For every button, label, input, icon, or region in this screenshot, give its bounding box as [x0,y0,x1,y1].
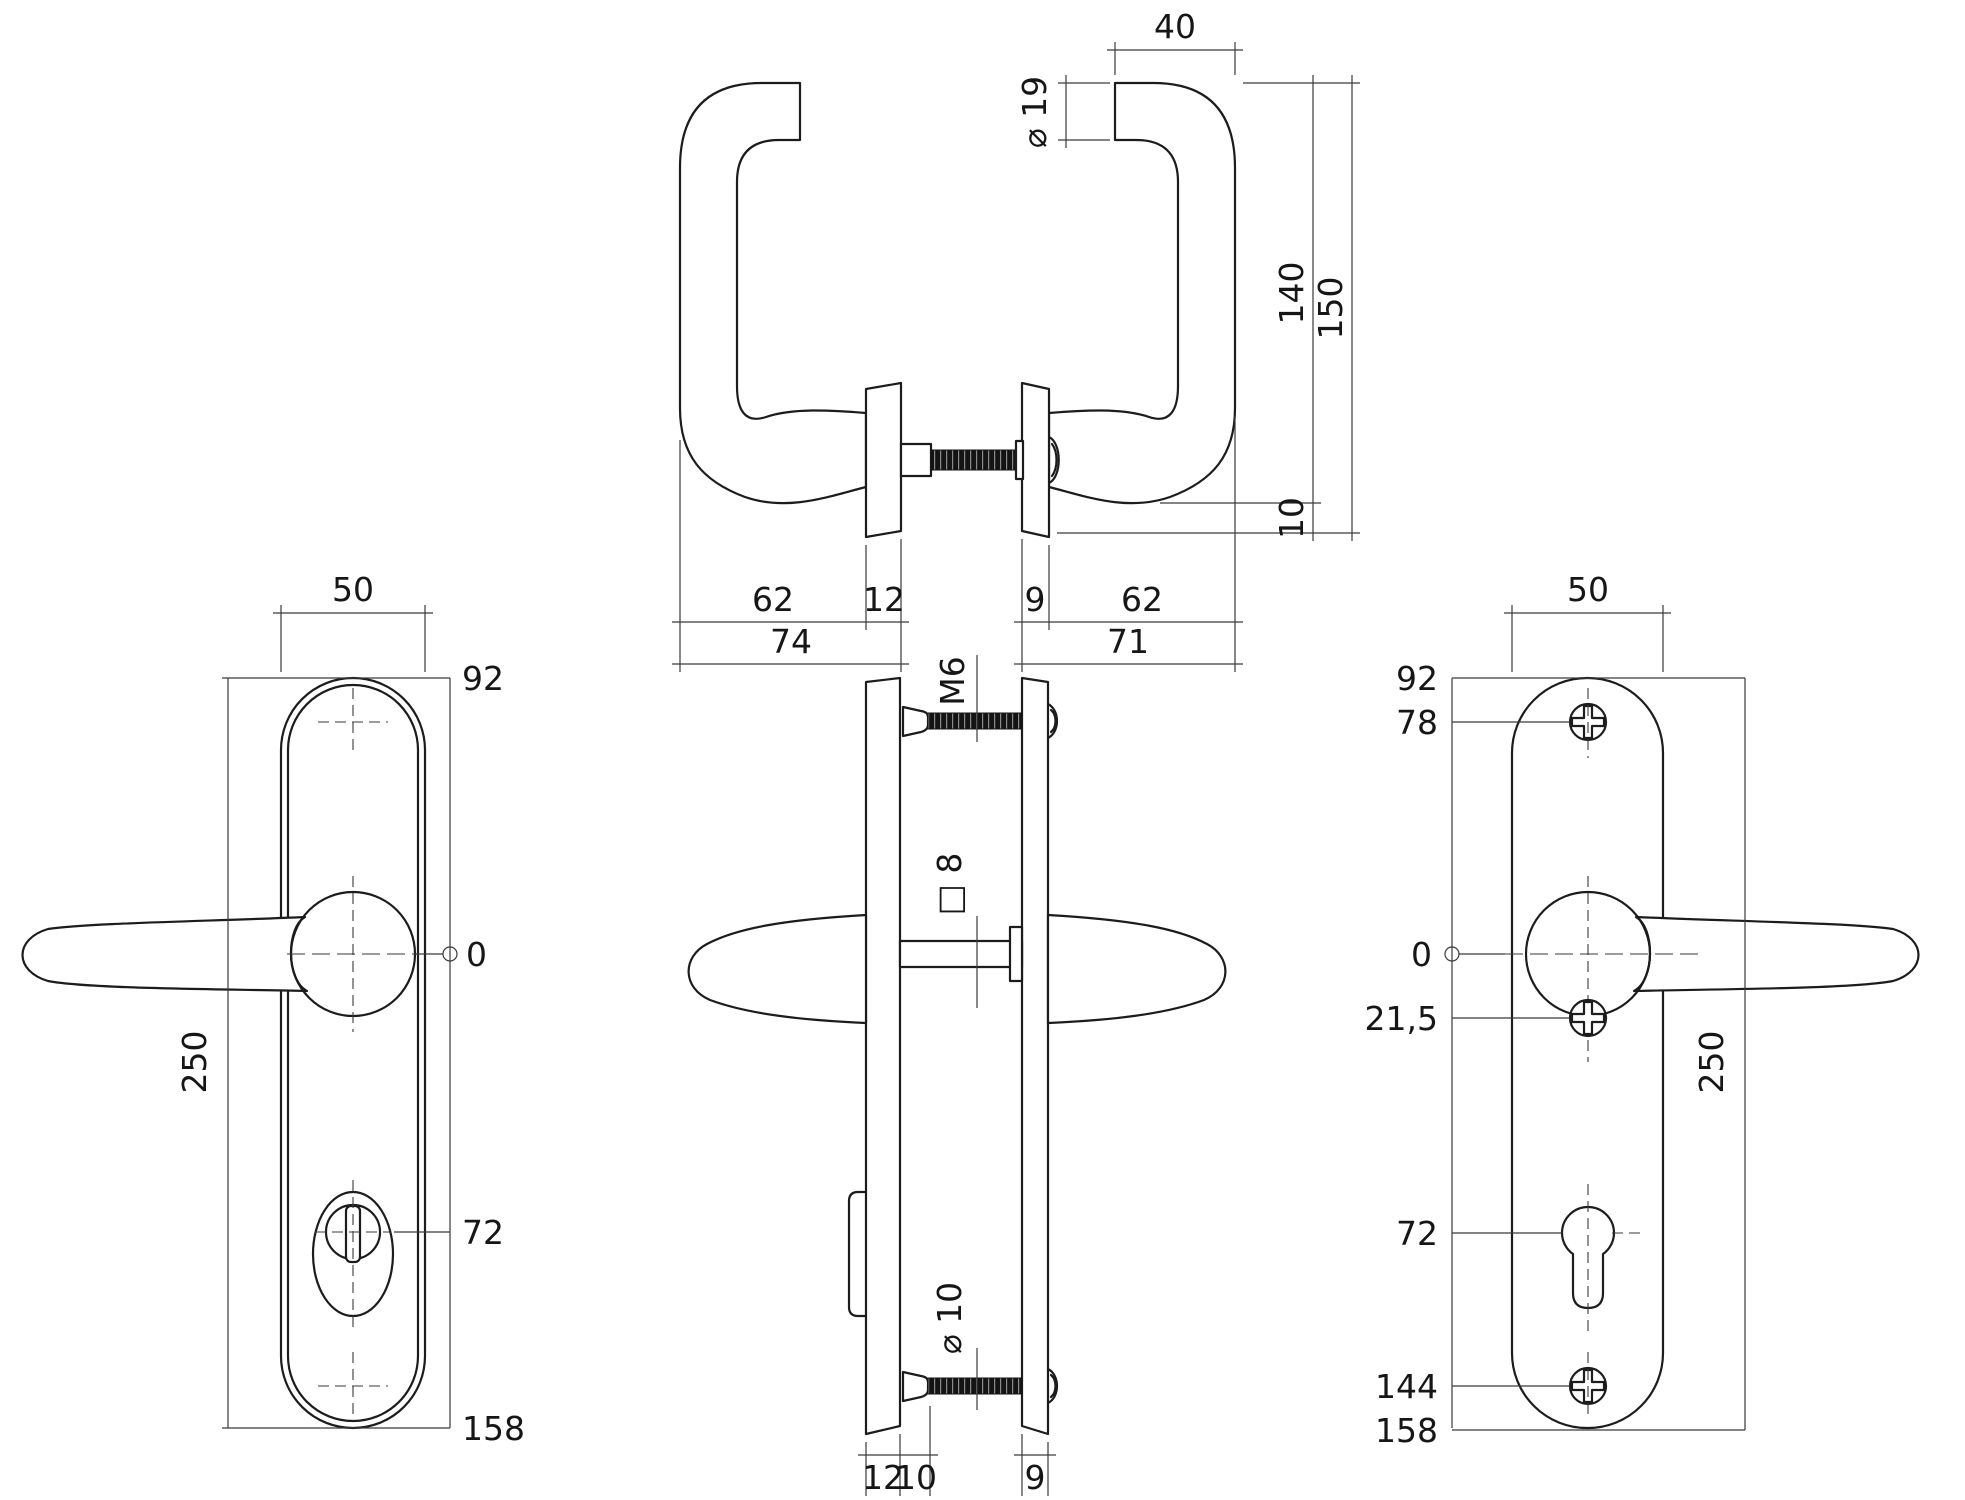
left-lever-outline [678,81,868,505]
connecting-screw-thread [930,449,1017,471]
dim-label-250-left: 250 [175,1031,214,1094]
dim-label-140: 140 [1272,262,1311,325]
outside-lever [21,915,309,993]
dim-label-50-left: 50 [332,570,374,609]
spindle-collar [1008,925,1024,983]
top-screw-thread [927,712,1023,730]
dim-label-9-top: 9 [1025,580,1046,619]
outside-plate-edge [864,676,902,1436]
dim-label-21-5: 21,5 [1365,999,1438,1038]
dim-label-dia19: ⌀ 19 [1015,76,1054,148]
dim-label-12-bottom: 12 [862,1458,904,1497]
dim-label-0-left: 0 [466,935,487,974]
dim-label-72-right: 72 [1396,1214,1438,1253]
view-inside-plate-front: 50 92 78 0 21,5 72 144 158 250 [1365,570,1920,1450]
dim-label-72-left: 72 [462,1213,504,1252]
screw-top [1568,688,1608,758]
spindle-shank [899,442,933,478]
view-lever-pair-top: 40 ⌀ 19 140 150 10 62 12 74 9 62 71 [672,7,1360,672]
dim-label-50-right: 50 [1567,570,1609,609]
screw-head-profile [1047,435,1060,485]
dim-label-10-offset: 10 [1272,497,1311,539]
screw-middle [1568,998,1608,1062]
right-lever-outline [1047,81,1237,505]
inside-plate-outline [1510,676,1665,1430]
dim-label-0-right: 0 [1411,935,1432,974]
screw-bottom [1568,1352,1608,1420]
dim-label-144: 144 [1375,1367,1438,1406]
outside-lever-edge [687,913,868,1025]
bottom-screw-sleeve [901,1370,930,1403]
top-screw-sleeve [901,705,930,738]
outside-plate-inner-edge [286,683,420,1423]
dim-label-62-left: 62 [752,580,794,619]
view-assembly-side: M6 □ 8 ⌀ 10 12 10 9 [687,655,1227,1497]
bottom-screw-head [1046,1367,1059,1405]
inside-lever [1632,915,1920,993]
cylinder-protector-edge [847,1190,868,1318]
dim-label-74: 74 [770,622,812,661]
dim-label-92-left: 92 [462,659,504,698]
dim-label-78: 78 [1396,703,1438,742]
dim-label-150: 150 [1311,277,1350,340]
dim-label-158-right: 158 [1375,1411,1438,1450]
view-outside-plate-front: 50 92 0 72 158 250 [21,570,525,1448]
dim-label-158-left: 158 [462,1409,525,1448]
dim-label-10-bottom: 10 [895,1458,937,1497]
dim-label-m6: M6 [933,656,972,705]
dim-label-62-right: 62 [1121,580,1163,619]
outside-rosette-edge [864,381,903,539]
inside-lever-edge [1046,913,1227,1025]
dim-label-9-bottom: 9 [1025,1458,1046,1497]
dim-label-dia10: ⌀ 10 [930,1282,969,1354]
square-spindle [898,939,1024,969]
dim-label-square8: □ 8 [930,853,969,916]
dim-label-250-right: 250 [1692,1031,1731,1094]
inside-plate-edge [1020,676,1050,1436]
dim-label-12-top: 12 [863,580,905,619]
dim-label-40: 40 [1154,7,1196,46]
dim-label-71: 71 [1107,622,1149,661]
top-screw-head [1046,702,1059,740]
bottom-screw-thread [927,1377,1023,1395]
dim-label-92-right: 92 [1396,659,1438,698]
screw-washer [1014,439,1025,481]
inside-rosette-edge [1020,381,1051,539]
